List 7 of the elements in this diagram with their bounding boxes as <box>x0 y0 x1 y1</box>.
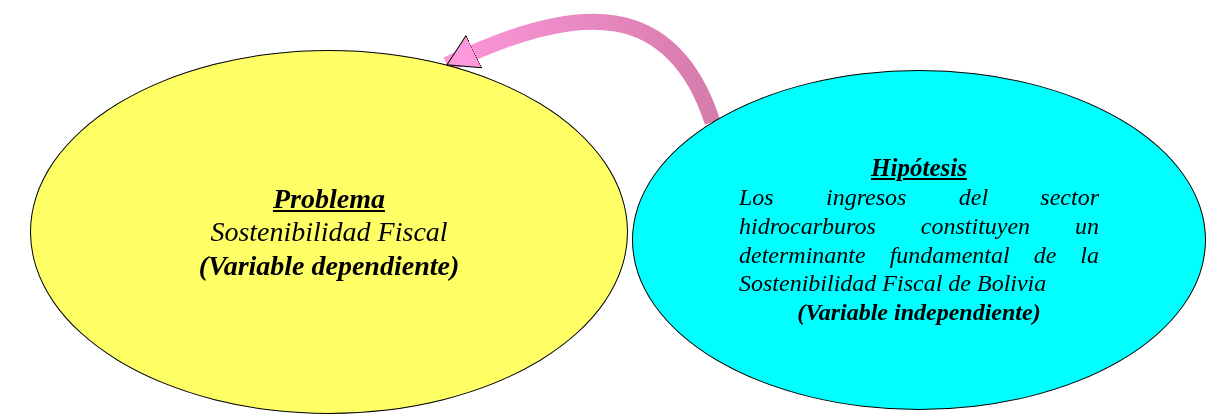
body-text: Sostenibilidad Fiscal <box>209 215 449 249</box>
body-text: Los ingresos del sector hidrocarburos constituyen un determinante fundamental de la Sostenibilidad Fiscal de Bolivia <box>739 183 1099 299</box>
heading: Problema <box>273 181 385 216</box>
heading: Hipótesis <box>871 153 967 183</box>
variable-label: (Variable dependiente) <box>198 248 460 283</box>
curved-arrow <box>443 13 720 125</box>
variable-label: (Variable independiente) <box>797 298 1041 327</box>
